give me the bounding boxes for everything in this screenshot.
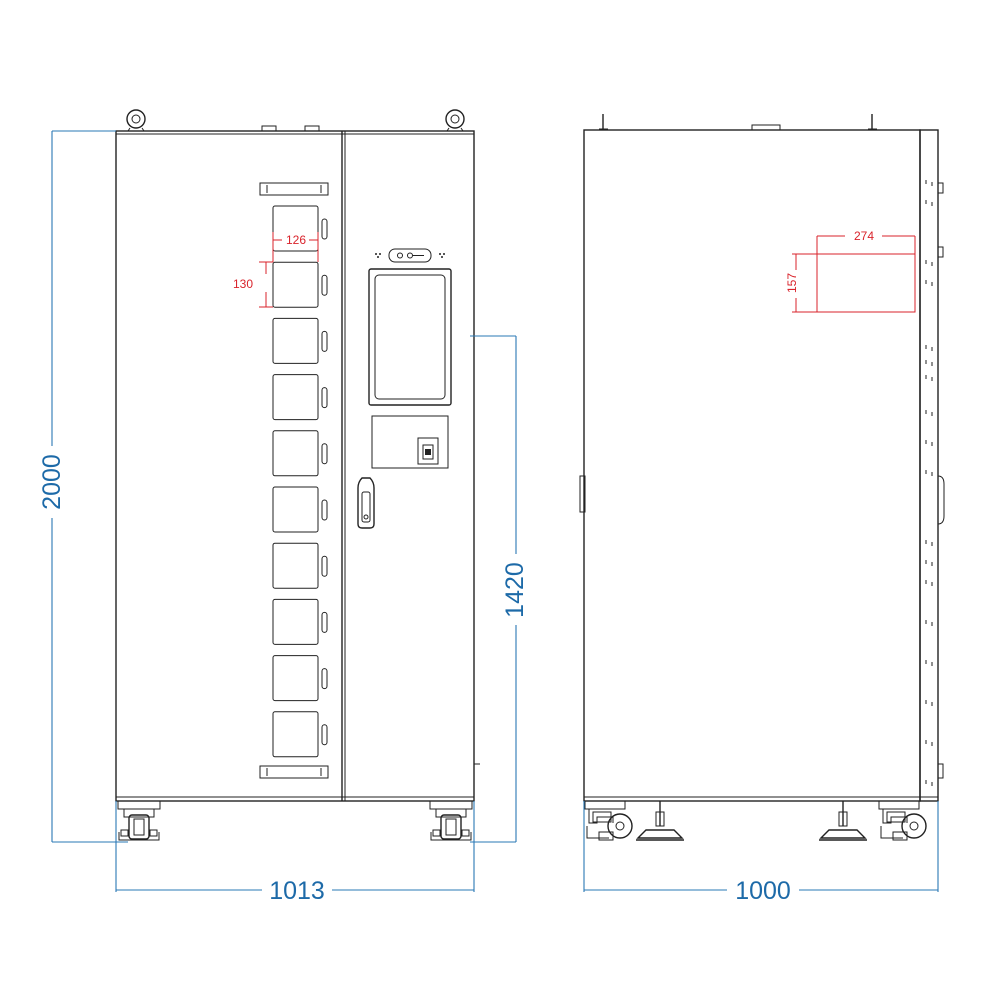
top-label-bracket	[259, 182, 329, 196]
locker-compartment	[272, 711, 328, 758]
locker-compartment	[272, 317, 328, 364]
touch-screen	[368, 268, 452, 406]
compartment-column	[272, 205, 328, 758]
compartment-slot-indicator	[321, 611, 328, 633]
side-top-cap	[751, 124, 781, 131]
front-view: 126 130	[115, 109, 480, 841]
compartment-slot-indicator	[321, 443, 328, 465]
lock-panel	[371, 415, 449, 469]
locker-compartment	[272, 430, 328, 477]
side-lifting-lug-right	[868, 114, 877, 130]
side-width-label: 1000	[735, 877, 791, 905]
compartment-width-label: 126	[286, 233, 306, 247]
top-cap-left	[261, 125, 277, 132]
caster-right	[429, 800, 473, 841]
lifting-eye-left	[126, 109, 146, 132]
front-height-dimension: 2000	[38, 130, 128, 843]
compartment-slot-indicator	[321, 668, 328, 690]
locker-compartment	[272, 261, 328, 308]
locker-compartment	[272, 374, 328, 421]
locker-compartment	[272, 205, 328, 252]
compartment-slot-indicator	[321, 218, 328, 240]
compartment-slot-indicator	[321, 724, 328, 746]
front-partial-height-label: 1420	[501, 562, 529, 618]
panel-width-label: 274	[854, 229, 874, 243]
top-cap-right	[304, 125, 320, 132]
compartment-slot-indicator	[321, 274, 328, 296]
side-caster-right	[878, 800, 927, 841]
front-height-label: 2000	[38, 454, 66, 510]
side-door-profile	[919, 129, 939, 802]
compartment-dimension-annotations: 126 130	[233, 232, 319, 308]
locker-compartment	[272, 486, 328, 533]
compartment-slot-indicator	[321, 555, 328, 577]
side-handle-profile	[937, 475, 945, 525]
locker-compartment	[272, 598, 328, 645]
front-width-dimension: 1013	[115, 801, 475, 905]
panel-height-label: 157	[785, 273, 799, 293]
leveling-foot-left	[636, 801, 684, 841]
locker-compartment	[272, 655, 328, 702]
caster-left	[117, 800, 161, 841]
side-panel-annotation: 274 157	[785, 229, 916, 313]
bottom-label-bracket	[259, 765, 329, 779]
front-cabinet-body	[115, 130, 475, 802]
compartment-slot-indicator	[321, 387, 328, 409]
locker-compartment	[272, 542, 328, 589]
side-view: 274 157	[579, 114, 945, 841]
side-lifting-lug-left	[599, 114, 608, 130]
sensor-strip	[375, 248, 445, 263]
side-width-dimension: 1000	[583, 801, 939, 905]
side-door-ticks	[925, 180, 933, 786]
front-partial-height-dimension: 1420	[470, 335, 529, 843]
side-caster-left	[584, 800, 633, 841]
leveling-foot-right	[819, 801, 867, 841]
front-width-label: 1013	[269, 877, 325, 905]
compartment-slot-indicator	[321, 330, 328, 352]
compartment-slot-indicator	[321, 499, 328, 521]
compartment-height-label: 130	[233, 277, 253, 291]
side-panel-rect	[816, 253, 916, 313]
lifting-eye-right	[445, 109, 465, 132]
side-latch	[579, 475, 586, 513]
door-handle	[357, 477, 375, 529]
